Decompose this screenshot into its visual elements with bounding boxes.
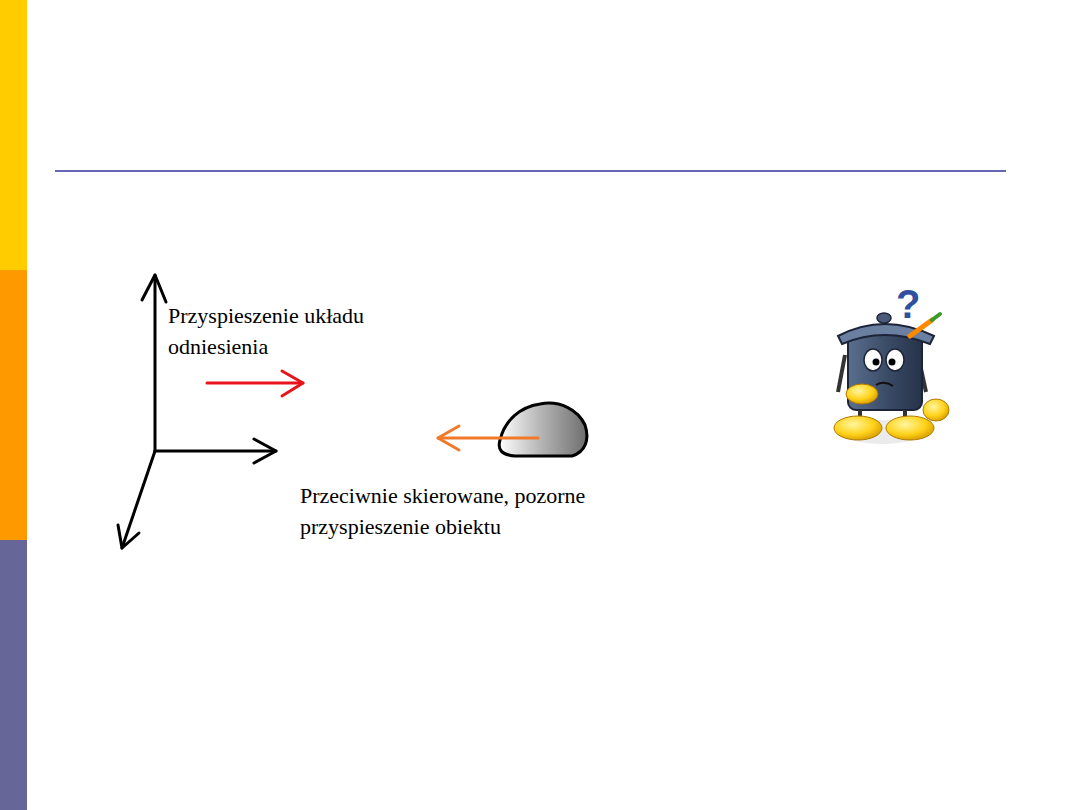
pot-character xyxy=(834,313,949,444)
frame-acceleration-label: Przyspieszenie układu odniesienia xyxy=(168,300,408,362)
question-mark: ? xyxy=(896,282,936,326)
side-bar xyxy=(0,0,27,270)
side-bar xyxy=(0,540,27,810)
rock xyxy=(499,403,587,456)
object-acceleration-label: Przeciwnie skierowane, pozorne przyspies… xyxy=(300,480,710,542)
frame-acceleration-arrow xyxy=(207,371,303,396)
object-acceleration-arrow xyxy=(438,426,538,450)
header-rule xyxy=(55,170,1006,172)
side-bar xyxy=(0,270,27,540)
